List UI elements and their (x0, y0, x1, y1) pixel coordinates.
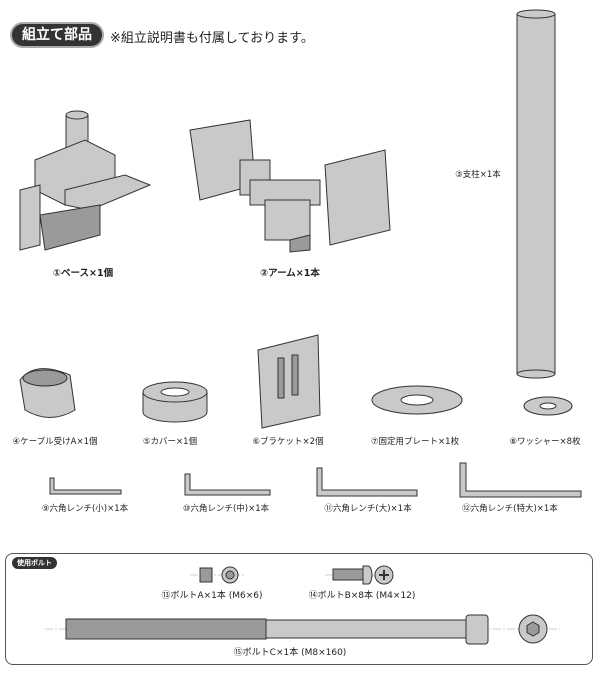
part-label: ⑧ワッシャー×8枚 (509, 437, 581, 447)
part-label: ⑦固定用プレート×1枚 (370, 437, 460, 447)
part-label: ③支柱×1本 (455, 170, 501, 180)
cable-holder-illustration (19, 368, 76, 418)
hex-wrench-medium (184, 473, 271, 496)
bracket-illustration (257, 334, 321, 429)
hex-wrench-small (49, 477, 122, 495)
part-label: ②アーム×1本 (260, 268, 320, 279)
arm-illustration (189, 119, 391, 253)
base-illustration (19, 110, 152, 251)
bolt-label: ⑭ボルトB×8本 (M4×12) (308, 591, 416, 601)
pole-illustration (516, 9, 556, 379)
header-note: ※組立説明書も付属しております。 (110, 31, 314, 46)
bolts-title: 使用ボルト (12, 557, 57, 569)
part-label: ⑩六角レンチ(中)×1本 (182, 504, 270, 514)
hex-wrench-xlarge (459, 462, 582, 498)
bolt-label: ⑬ボルトA×1本 (M6×6) (161, 591, 263, 601)
bolt-c-illustration (65, 614, 548, 645)
plate-illustration (371, 385, 463, 415)
part-label: ①ベース×1個 (52, 268, 114, 279)
bolt-label: ⑮ボルトC×1本 (M8×160) (233, 648, 347, 658)
part-label: ⑪六角レンチ(大)×1本 (324, 504, 412, 514)
section-badge: 組立て部品 (12, 24, 102, 46)
cover-illustration (142, 381, 208, 423)
part-label: ⑫六角レンチ(特大)×1本 (462, 504, 558, 514)
bolt-b-illustration (332, 565, 394, 585)
part-label: ⑤カバー×1個 (142, 437, 198, 447)
part-label: ④ケーブル受けA×1個 (12, 437, 98, 447)
bolts-panel (5, 553, 593, 665)
washer-illustration (523, 396, 573, 416)
bolt-a-illustration (199, 566, 239, 584)
part-label: ⑥ブラケット×2個 (252, 437, 324, 447)
part-label: ⑨六角レンチ(小)×1本 (41, 504, 129, 514)
hex-wrench-large (316, 467, 418, 497)
